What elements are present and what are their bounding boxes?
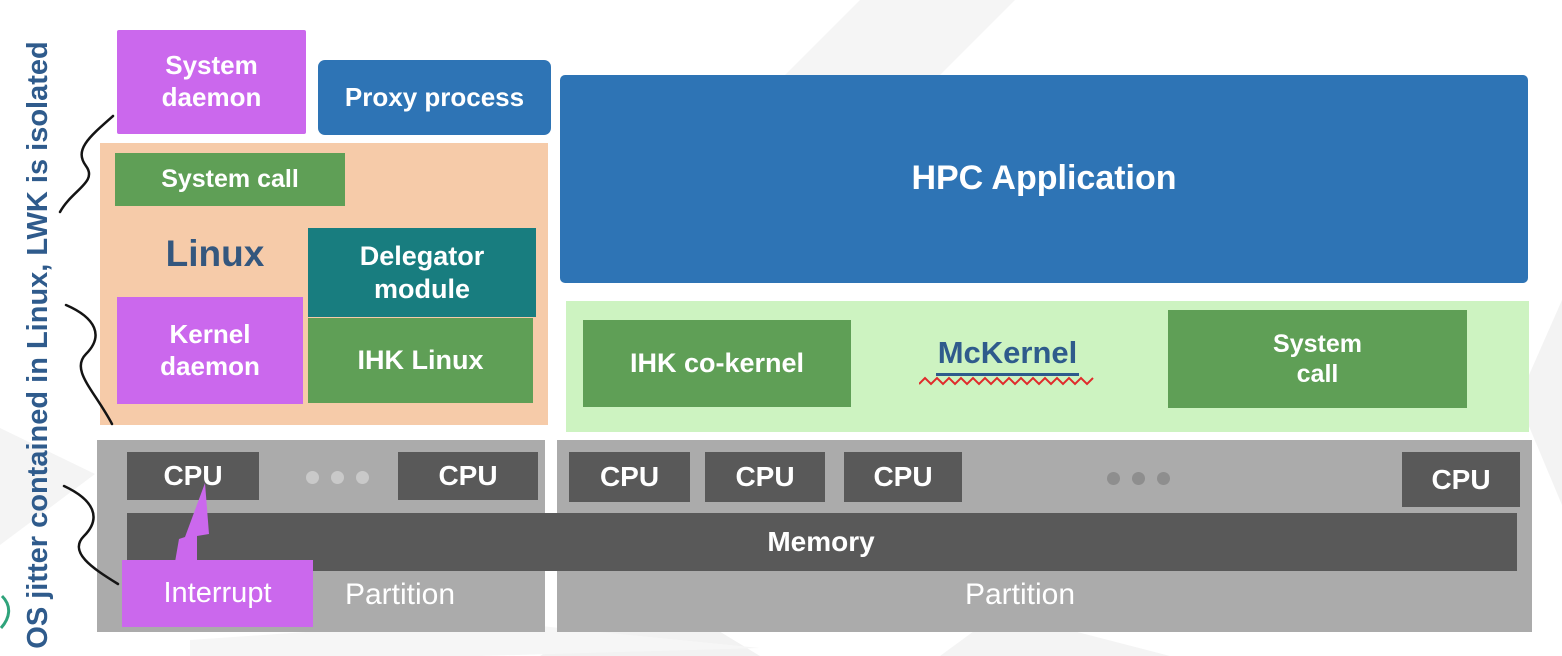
cpu-box: CPU [844,452,962,502]
cpu-box: CPU [127,452,259,500]
ihk-linux-label: IHK Linux [357,345,484,376]
system-daemon-label: System daemon [161,50,262,112]
delegator-module-box: Delegator module [308,228,536,317]
mckernel-os-label: McKernel [915,330,1100,390]
kernel-daemon-label: Kernel daemon [160,318,260,381]
partition-label-left: Partition [344,578,456,611]
proxy-process-box: Proxy process [318,60,551,135]
linux-system-call-label: System call [161,165,299,194]
cpu-box: CPU [569,452,690,502]
linux-os-label: Linux [165,233,265,275]
dot [306,471,319,484]
delegator-module-label: Delegator module [359,240,485,304]
ihk-linux-box: IHK Linux [308,318,533,403]
ellipsis-dots-icon [1107,472,1170,485]
kernel-daemon-box: Kernel daemon [117,297,303,404]
mckernel-os-label-text: McKernel [935,334,1080,376]
interrupt-box: Interrupt [122,560,313,627]
hpc-application-label: HPC Application [911,159,1177,198]
dot [356,471,369,484]
proxy-process-label: Proxy process [344,81,525,112]
dot [1107,472,1120,485]
ihk-co-kernel-label: IHK co-kernel [629,348,805,379]
hpc-application-box: HPC Application [560,75,1528,283]
linux-system-call-box: System call [115,153,345,206]
dot [1132,472,1145,485]
ihk-co-kernel-box: IHK co-kernel [583,320,851,407]
interrupt-label: Interrupt [163,576,272,609]
mckernel-system-call-box: System call [1168,310,1467,408]
cpu-box: CPU [1402,452,1520,507]
memory-bar [127,513,1517,571]
dot [1157,472,1170,485]
mckernel-system-call-label: System call [1273,329,1362,389]
partition-label-right: Partition [964,578,1076,611]
ellipsis-dots-icon [306,471,369,484]
memory-label: Memory [767,526,875,557]
system-daemon-box: System daemon [117,30,306,134]
cpu-box: CPU [398,452,538,500]
corner-accent-mark [0,594,11,630]
dot [331,471,344,484]
vertical-annotation: OS jitter contained in Linux, LWK is iso… [22,41,54,649]
spellcheck-squiggle-icon [918,376,1094,386]
cpu-box: CPU [705,452,825,502]
